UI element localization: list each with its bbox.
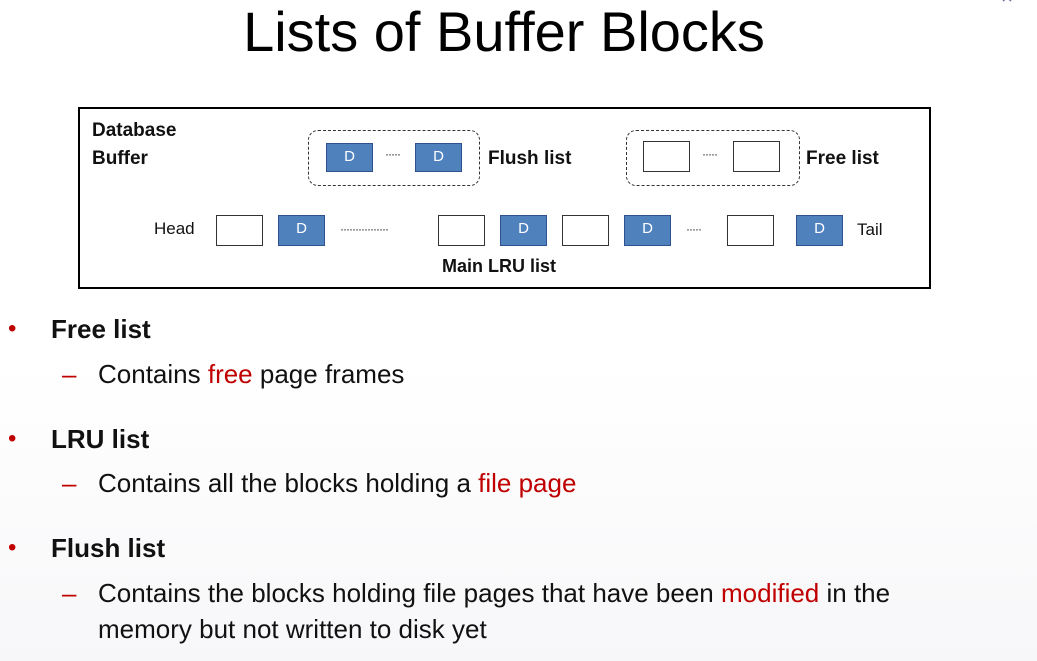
lru-dirty-block: D [278,215,325,246]
lru-dirty-block: D [796,215,843,246]
sub-text: page frames [252,359,405,389]
sub-text: Contains [98,359,208,389]
lru-dirty-block: D [624,215,671,246]
flush-list-label: Flush list [488,148,572,169]
lru-empty-block [438,215,485,246]
bullet-heading-flush-list: Flush list [51,533,166,563]
main-lru-list-label: Main LRU list [442,256,557,276]
slide-title: Lists of Buffer Blocks [243,0,765,63]
bullet-heading-lru-list: LRU list [51,424,150,454]
sub-bullet-free-list: Contains free page frames [98,356,998,392]
free-list-group [626,130,800,186]
highlight-text: free [207,359,253,389]
bullet-point: • [8,534,17,561]
sub-bullet-dash: – [62,578,77,608]
flush-list-dirty-block: D [415,143,462,172]
free-list-label: Free list [806,148,879,169]
lru-empty-block [727,215,774,246]
flush-list-group [308,130,480,186]
sub-bullet-flush-list: Contains the blocks holding file pages t… [98,575,978,647]
sub-bullet-dash: – [62,468,77,498]
lru-empty-block [216,215,263,246]
highlight-text: file page [478,468,577,498]
free-list-empty-block [733,141,780,172]
highlight-text: modified [720,578,820,608]
sub-text: in the memory but not written to disk ye… [98,578,891,644]
sub-text: Contains the blocks holding file pages t… [98,578,721,608]
database-buffer-diagram: Database Buffer D ····· D Flush list ···… [78,107,931,289]
lru-ellipsis: ····· [686,222,702,236]
free-list-empty-block [643,141,690,172]
lru-tail-label: Tail [857,220,883,239]
lru-empty-block [562,215,609,246]
bullet-point: • [8,315,17,342]
sub-text: Contains all the blocks holding a [98,468,479,498]
flush-list-ellipsis: ····· [385,147,401,161]
lru-head-label: Head [154,219,195,238]
lru-dirty-block: D [500,215,547,246]
corner-x-icon [1002,0,1012,2]
free-list-ellipsis: ····· [702,147,718,161]
lru-long-ellipsis: ················ [340,222,389,236]
sub-bullet-dash: – [62,359,77,389]
sub-bullet-lru-list: Contains all the blocks holding a file p… [98,465,998,501]
bullet-heading-free-list: Free list [51,314,151,344]
database-buffer-label: Database Buffer [92,120,177,169]
flush-list-dirty-block: D [326,143,373,172]
bullet-point: • [8,425,17,452]
